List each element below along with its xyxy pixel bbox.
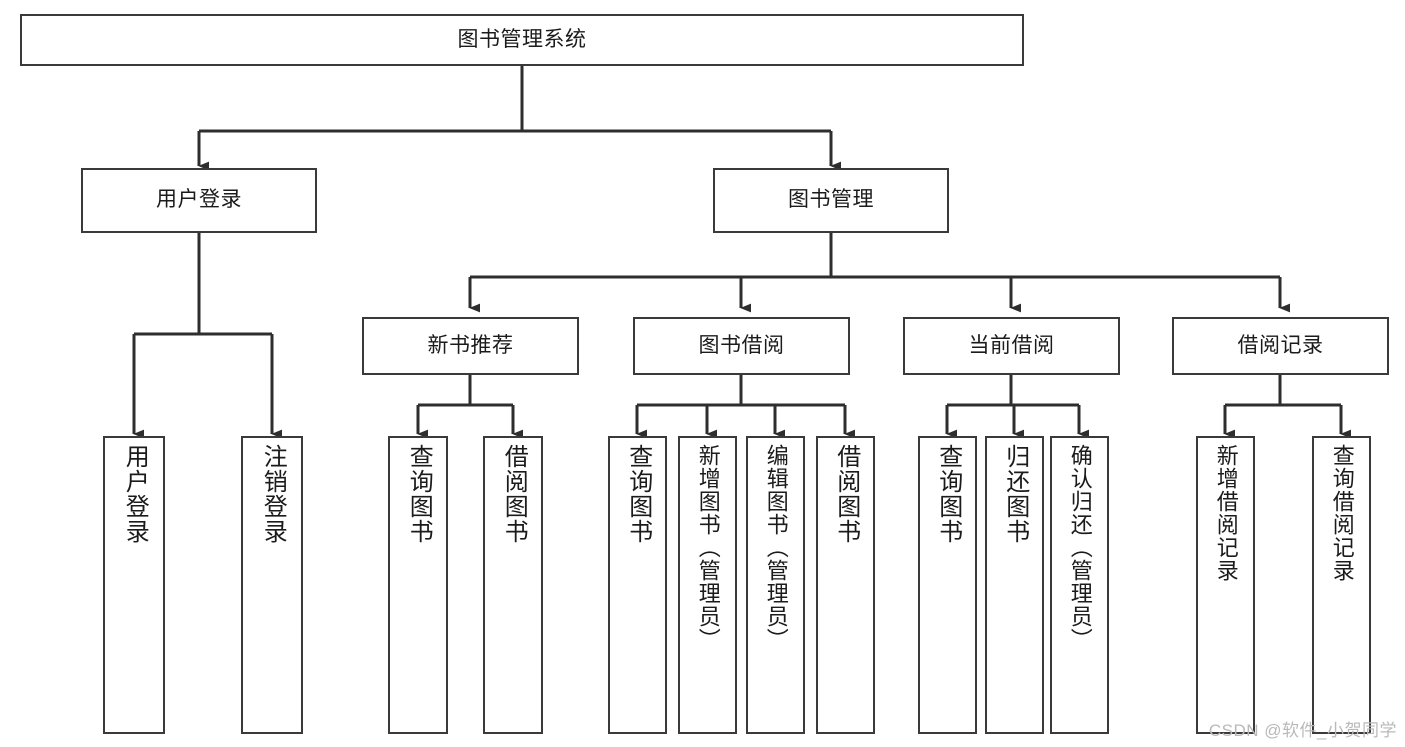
node-user-login[interactable]: 用户登录 [81,168,317,233]
leaf-book-borrow-query[interactable]: 查询图书 [608,436,667,734]
node-current-borrow-label: 当前借阅 [968,333,1055,357]
node-new-book-recommend[interactable]: 新书推荐 [362,317,579,375]
leaf-label: 注销登录 [259,444,287,544]
leaf-book-borrow-edit[interactable]: 编辑图书（管理员） [746,436,805,734]
leaf-current-borrow-return[interactable]: 归还图书 [985,436,1044,734]
leaf-book-borrow-add[interactable]: 新增图书（管理员） [678,436,737,734]
node-current-borrow[interactable]: 当前借阅 [903,317,1120,375]
leaf-label: 查询图书 [624,444,652,544]
node-new-book-recommend-label: 新书推荐 [427,333,514,357]
leaf-label: 借阅图书 [500,444,528,544]
leaf-new-book-query[interactable]: 查询图书 [388,436,448,734]
leaf-book-borrow-borrow[interactable]: 借阅图书 [816,436,875,734]
node-book-management-label: 图书管理 [788,188,874,212]
watermark: CSDN @软件_小贺同学 [1208,721,1397,740]
leaf-label: 借阅图书 [832,444,860,544]
leaf-label: 查询图书 [934,444,962,544]
leaf-label: 新增借阅记录 [1213,444,1239,582]
leaf-label: 编辑图书（管理员） [763,444,789,651]
leaf-user-login-login[interactable]: 用户登录 [103,436,165,734]
leaf-label: 确认归还（管理员） [1067,444,1093,651]
leaf-label: 新增图书（管理员） [695,444,721,651]
node-book-borrow-label: 图书借阅 [698,333,785,357]
node-book-management[interactable]: 图书管理 [713,168,949,233]
node-root[interactable]: 图书管理系统 [20,14,1024,66]
node-borrow-record-label: 借阅记录 [1237,333,1324,357]
leaf-user-login-logout[interactable]: 注销登录 [241,436,303,734]
node-borrow-record[interactable]: 借阅记录 [1172,317,1389,375]
leaf-current-borrow-confirm[interactable]: 确认归还（管理员） [1050,436,1109,734]
leaf-label: 用户登录 [121,444,149,544]
leaf-borrow-record-query[interactable]: 查询借阅记录 [1312,436,1371,734]
node-user-login-label: 用户登录 [156,188,242,212]
leaf-borrow-record-add[interactable]: 新增借阅记录 [1196,436,1255,734]
node-root-label: 图书管理系统 [457,27,587,51]
node-book-borrow[interactable]: 图书借阅 [633,317,850,375]
leaf-current-borrow-query[interactable]: 查询图书 [918,436,977,734]
leaf-label: 查询图书 [405,444,433,544]
leaf-label: 查询借阅记录 [1329,444,1355,582]
leaf-new-book-borrow[interactable]: 借阅图书 [483,436,543,734]
leaf-label: 归还图书 [1001,444,1029,544]
